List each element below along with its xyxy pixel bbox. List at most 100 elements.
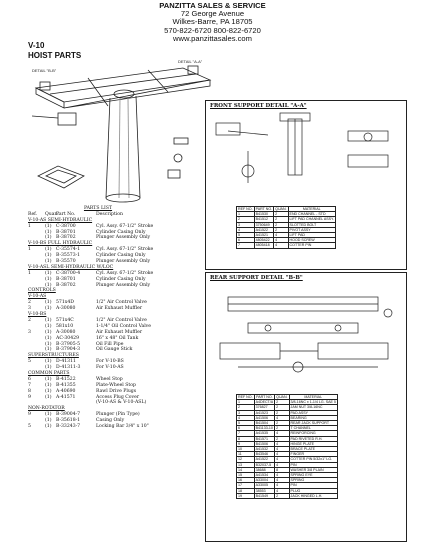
quan-cell: (1) xyxy=(45,300,52,306)
quan-cell: (1) xyxy=(45,365,52,371)
description-cell: (V-10-AS & V-10-ASL) xyxy=(96,400,147,406)
description-cell: Oil Gauge Stick xyxy=(96,347,133,353)
company-header: PANZITTA SALES & SERVICE 72 George Avenu… xyxy=(0,1,425,43)
fs-header-ref: REF NO. xyxy=(236,205,255,213)
partno-cell: B-39004-7 xyxy=(56,412,81,418)
parts-list-row: 9 (1) B-39004-7 Plunger (Pin Type) xyxy=(28,412,198,418)
description-cell: Oil Fill Pipe xyxy=(96,341,124,347)
description-cell: Plate-Wheel Stop xyxy=(96,382,136,388)
description-cell: Access Plug Cover xyxy=(96,394,140,400)
description-cell: 1-1/4" Oil Control Valve xyxy=(96,323,151,329)
partno-cell: 571x4C xyxy=(56,317,74,323)
parts-list-row: (1) 581x10 1-1/4" Oil Control Valve xyxy=(28,324,198,330)
fs-cell: HOOD SCREW xyxy=(287,237,336,244)
description-cell: Plunger Assembly Only xyxy=(96,259,151,265)
rear-support-panel: REAR SUPPORT DETAIL "B-B" REF NO. PART N… xyxy=(205,272,407,542)
description-cell: Air Exhaust Muffler xyxy=(96,306,143,312)
rs-cell: JAM NUT 3/8-16NC xyxy=(288,404,338,411)
quan-cell: (1) xyxy=(45,347,52,353)
partno-cell: B-41522 xyxy=(56,376,76,382)
description-cell: For V-10-AS xyxy=(96,365,124,371)
description-cell: Rawl Drive Plugs xyxy=(96,388,137,394)
description-cell: Cylinder Casing Only xyxy=(96,276,146,282)
quan-cell: (1) xyxy=(45,306,52,312)
hoist-drawing: DETAIL "B-B" DETAIL "A-A" xyxy=(31,59,212,203)
rs-cell: PAD RIVETED R.H. xyxy=(288,435,338,442)
description-cell: Cylinder Casing Only xyxy=(96,229,146,235)
front-support-drawing xyxy=(215,112,389,183)
partno-cell: A-40690 xyxy=(56,388,76,394)
fs-cell: COTTER PIN xyxy=(287,242,336,249)
company-phones: 570-822-6720 800-822-6720 xyxy=(164,25,261,35)
rs-cell: A4DECT/A xyxy=(253,399,276,406)
ref-cell: 2 xyxy=(28,317,31,323)
partno-cell: B-38702 xyxy=(56,235,76,241)
description-cell: Cylinder Casing Only xyxy=(96,253,146,259)
rs-header-ref: REF NO. xyxy=(236,393,255,401)
parts-section-heading: V-10-BS FULL HYDRAULIC xyxy=(28,241,93,247)
rs-cell: COTTER PIN 5/32x1" LG. xyxy=(288,456,338,463)
fs-header-partno: PART NO. xyxy=(253,205,275,213)
quan-cell: (1) xyxy=(45,423,52,429)
partno-cell: C-35574-1 xyxy=(56,247,81,253)
rs-header-partno: PART NO. xyxy=(253,393,276,401)
header-ref: Ref. xyxy=(28,211,38,217)
partno-cell: A-41571 xyxy=(56,394,76,400)
ref-cell: 6 xyxy=(28,376,31,382)
fs-header-quan: QUAN. xyxy=(273,205,289,213)
parts-section-heading: CONTROLS xyxy=(28,288,56,294)
rs-cell: JACK HINGED L.H. xyxy=(288,492,338,500)
description-cell: 1/2" Air Control Valve xyxy=(96,300,147,306)
parts-list-header: Ref. Quan. Part No. Description xyxy=(28,212,198,218)
quan-cell: (1) xyxy=(45,329,52,335)
company-website: www.panzittasales.com xyxy=(173,33,252,43)
ref-cell: 1 xyxy=(28,223,31,229)
company-street: 72 George Avenue xyxy=(180,9,245,19)
description-cell: Cyl. Assy. 67-1/2" Stroke xyxy=(96,270,154,276)
ref-cell: 9 xyxy=(28,412,31,418)
parts-section-heading: V-10-BS xyxy=(28,312,47,318)
quan-cell: (1) xyxy=(45,323,52,329)
partno-cell: 581x10 xyxy=(56,323,74,329)
header-partno: Part No. xyxy=(56,211,76,217)
description-cell: Plunger Assembly Only xyxy=(96,282,151,288)
quan-cell: (1) xyxy=(45,418,52,424)
partno-cell: B-37905-5 xyxy=(56,341,81,347)
quan-cell: (1) xyxy=(45,247,52,253)
ref-cell: 7 xyxy=(28,382,31,388)
quan-cell: (1) xyxy=(45,388,52,394)
partno-cell: B-35573-1 xyxy=(56,253,81,259)
partno-cell: B-35618-1 xyxy=(56,418,81,424)
description-cell: Plunger (Pin Type) xyxy=(96,412,140,418)
rs-cell: REAR JACK SUPPORT xyxy=(288,419,338,427)
fs-header-material: MATERIAL xyxy=(287,205,336,213)
description-cell: Cyl. Assy. 67-1/2" Stroke xyxy=(96,223,154,229)
quan-cell: (1) xyxy=(45,412,52,418)
description-cell: Wheel Stop xyxy=(96,376,123,382)
quan-cell: (1) xyxy=(45,335,52,341)
rs-header-quan: QUAN. xyxy=(274,393,290,401)
ref-cell: 1 xyxy=(28,270,31,276)
fs-cell: 7 xyxy=(236,242,255,249)
fs-cell: 4 xyxy=(273,242,289,249)
partno-cell: B-35570 xyxy=(56,259,76,265)
quan-cell: (1) xyxy=(45,376,52,382)
quan-cell: (1) xyxy=(45,229,52,235)
